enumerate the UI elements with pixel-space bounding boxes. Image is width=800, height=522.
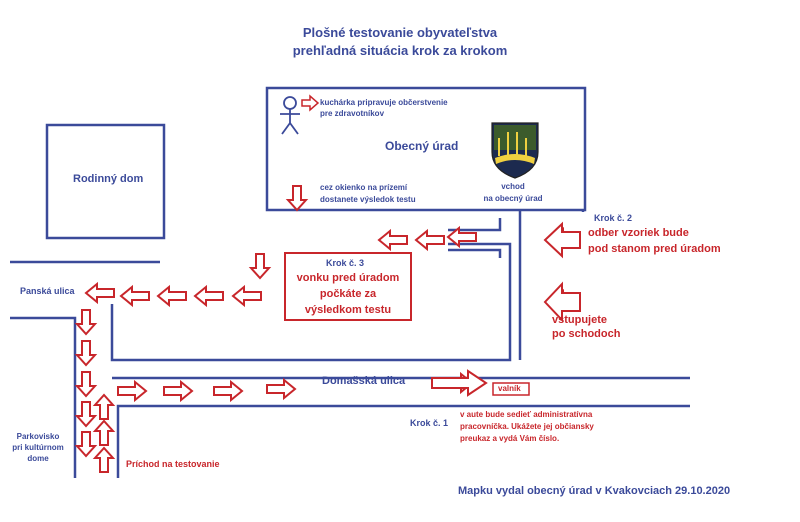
arrow-down-icon [250, 253, 270, 279]
step2-arrow-icon [543, 221, 581, 259]
stairs-arrow-icon [543, 281, 581, 323]
parking-line2: pri kultúrnom [12, 443, 64, 452]
arrow-down-icon [76, 371, 96, 397]
cook-note-line2: pre zdravotníkov [320, 109, 385, 118]
stick-figure-icon [280, 96, 300, 135]
domasska-street-label: Domašská ulica [322, 375, 406, 387]
step1-line3: preukaz a vydá Vám číslo. [460, 434, 560, 443]
step1-line1: v aute bude sedieť administratívna [460, 410, 593, 419]
arrow-left-icon [194, 286, 224, 306]
window-note-line2: dostanete výsledok testu [320, 195, 416, 204]
arrow-up-icon [94, 420, 114, 446]
municipal-office [265, 86, 587, 212]
stairs-line2: po schodoch [552, 328, 621, 340]
arrow-left-icon [415, 230, 445, 250]
step1-label: Krok č. 1 [410, 418, 449, 428]
step3-line3: výsledkom testu [304, 304, 392, 316]
entrance-line2: na obecný úrad [483, 194, 543, 203]
stairs-line1: vstupujete [552, 314, 608, 326]
arrow-down-icon [76, 309, 96, 335]
arrow-left-icon [120, 286, 150, 306]
title-line2: prehľadná situácia krok za krokom [292, 43, 508, 58]
entrance-line1: vchod [501, 182, 525, 191]
arrow-right-icon [163, 381, 193, 401]
trailer-label: valník [498, 384, 521, 393]
parking-line1: Parkovisko [16, 432, 60, 441]
arrow-down-icon [76, 431, 96, 457]
street-lines [10, 210, 690, 478]
window-note-line1: cez okienko na prízemí [320, 183, 408, 192]
step3-line2: počkáte za [319, 288, 377, 300]
step2-line2: pod stanom pred úradom [588, 243, 721, 255]
step3-box [284, 252, 412, 321]
cook-note-line1: kuchárka pripravuje občerstvenie [320, 98, 448, 107]
arrow-right-icon [301, 94, 320, 112]
arrow-left-icon [232, 286, 262, 306]
footer-note: Mapku vydal obecný úrad v Kvakovciach 29… [458, 485, 731, 497]
panska-street-label: Panská ulica [20, 286, 75, 296]
trailer-box [492, 382, 530, 396]
step3-label: Krok č. 3 [326, 258, 365, 268]
office-label: Obecný úrad [385, 139, 459, 153]
step2-label: Krok č. 2 [594, 213, 633, 223]
arrival-label: Príchod na testovanie [126, 459, 220, 469]
arrow-right-icon [266, 379, 296, 399]
arrow-down-icon [76, 340, 96, 366]
arrow-right-icon [117, 381, 147, 401]
family-house [45, 123, 166, 240]
arrow-up-icon [94, 394, 114, 420]
coat-of-arms-icon [491, 122, 539, 179]
arrow-up-icon [94, 447, 114, 473]
arrow-left-icon [157, 286, 187, 306]
arrow-right-icon [213, 381, 243, 401]
arrow-left-icon [378, 230, 408, 250]
arrow-down-icon [76, 401, 96, 427]
arrow-left-icon [85, 283, 115, 303]
step3-line1: vonku pred úradom [296, 272, 400, 284]
arrow-down-icon [287, 185, 307, 211]
step2-line1: odber vzoriek bude [588, 227, 689, 239]
title-line1: Plošné testovanie obyvateľstva [302, 25, 498, 40]
family-house-label: Rodinný dom [73, 173, 144, 185]
trailer-arrow-icon [431, 369, 488, 397]
step1-line2: pracovníčka. Ukážete jej občiansky [460, 422, 594, 431]
parking-line3: dome [27, 454, 49, 463]
